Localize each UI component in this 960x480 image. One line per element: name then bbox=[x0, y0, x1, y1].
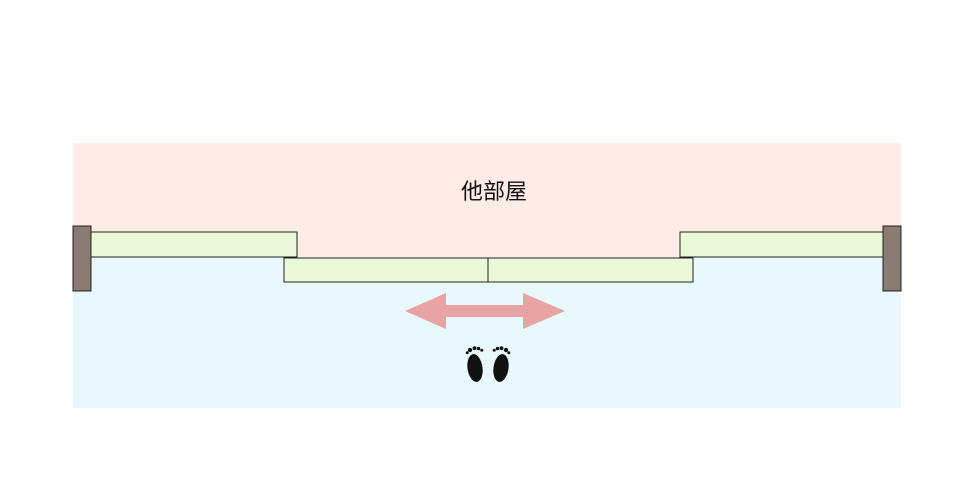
other-room-label: 他部屋 bbox=[461, 180, 527, 205]
frame-post-left bbox=[72, 225, 92, 292]
door-panel-left-outer bbox=[90, 231, 298, 258]
door-panel-right-outer bbox=[679, 231, 884, 258]
footprints-icon bbox=[465, 346, 511, 382]
door-panel-left-inner bbox=[283, 257, 489, 283]
frame-post-right bbox=[882, 225, 902, 292]
double-arrow-icon bbox=[405, 293, 565, 329]
right-footprint bbox=[492, 346, 511, 382]
door-panel-right-inner bbox=[487, 257, 694, 283]
left-footprint bbox=[465, 346, 484, 382]
